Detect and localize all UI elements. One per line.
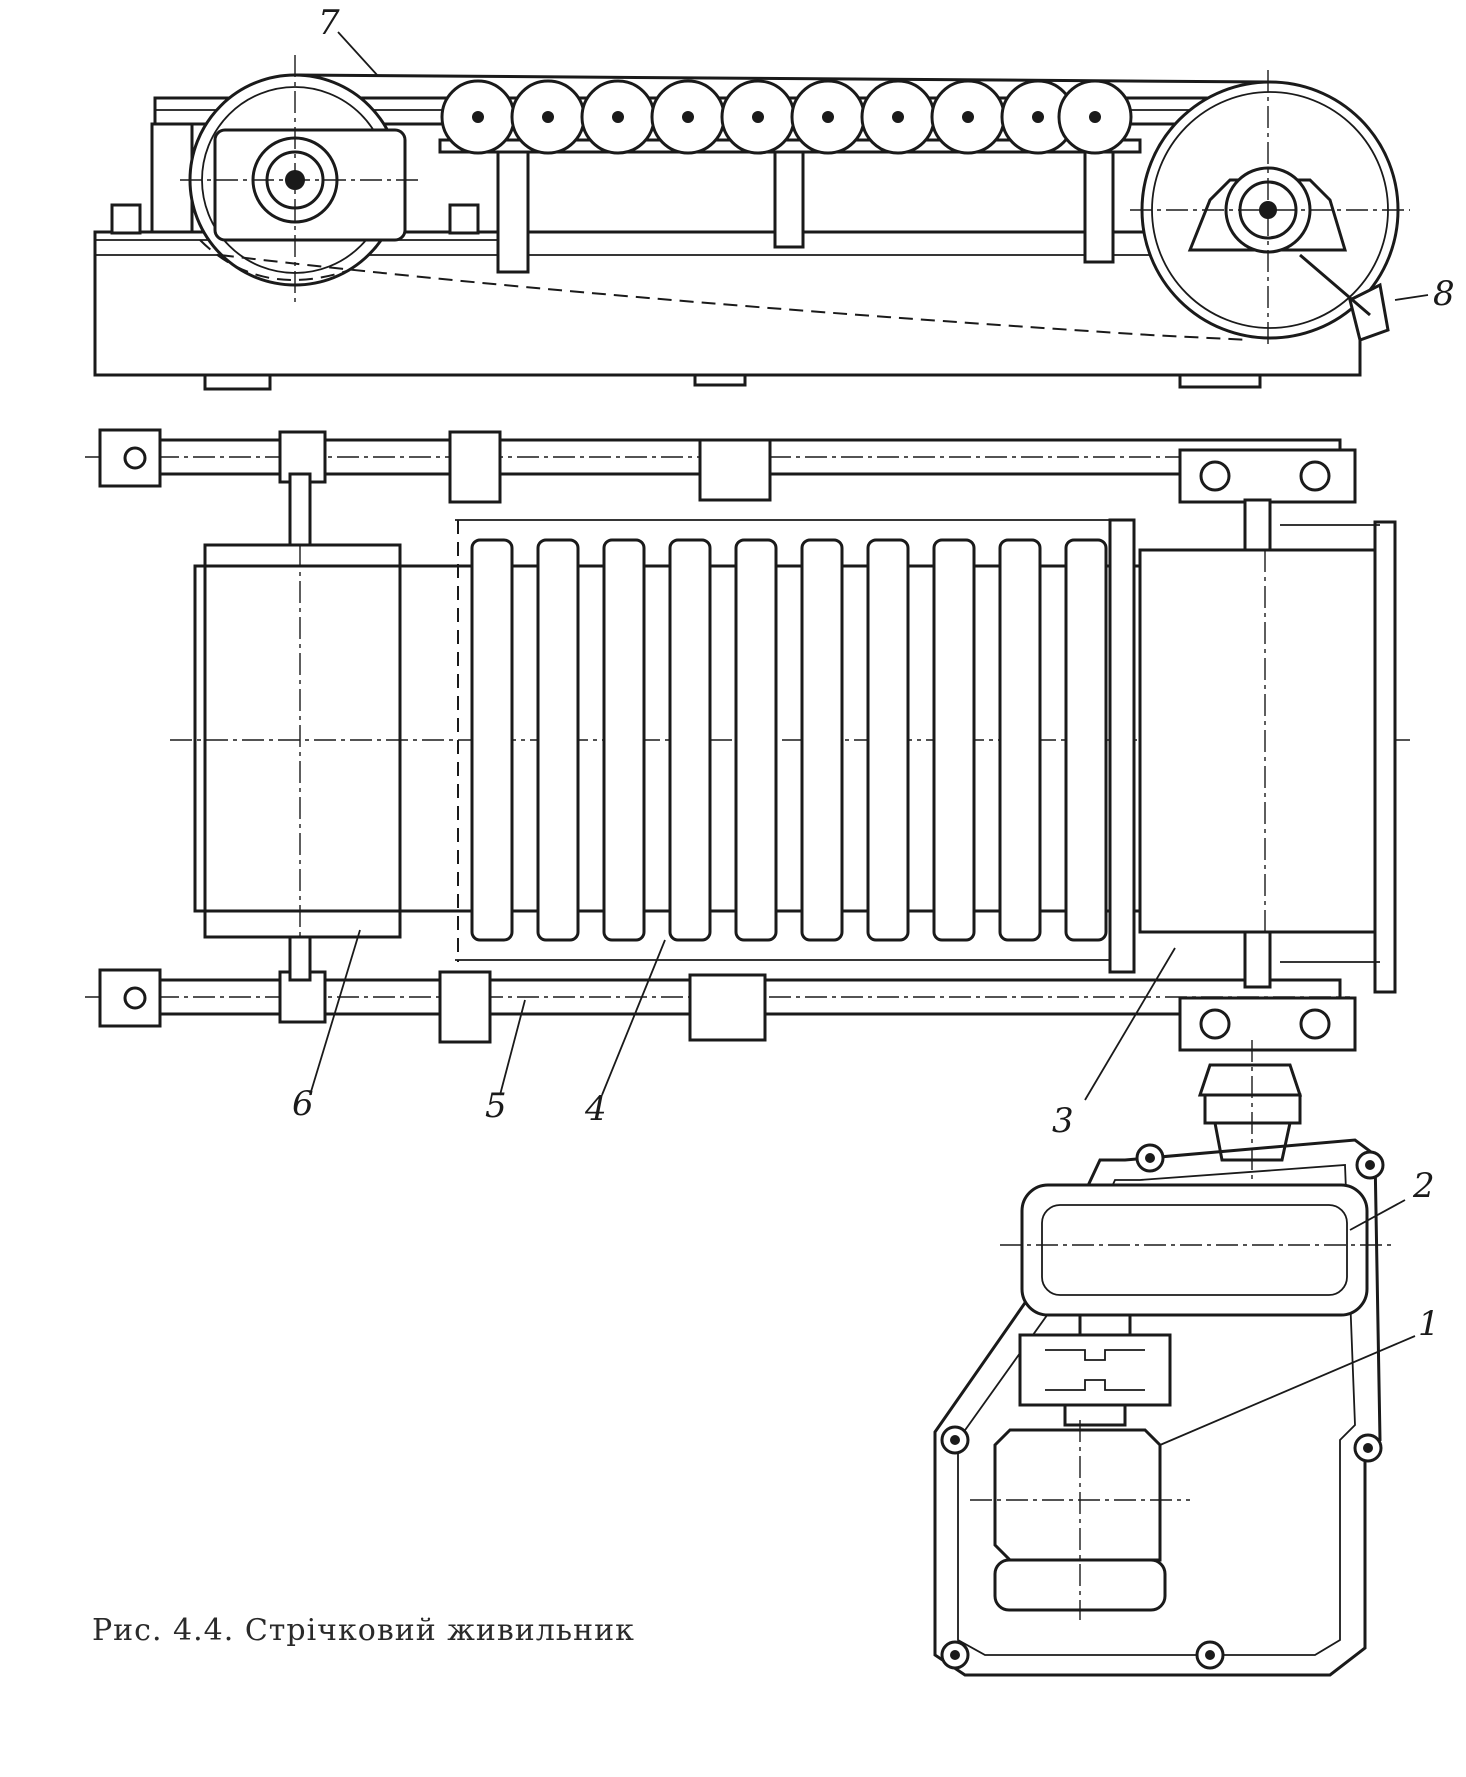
- frame-posts: [150, 122, 1115, 274]
- label-4: 4: [584, 1089, 607, 1129]
- base-foot: [693, 373, 747, 387]
- label-3: 3: [1052, 1101, 1074, 1141]
- callout-leaders: [309, 31, 1429, 1446]
- label-8: 8: [1433, 274, 1455, 314]
- motor-coupling: [1018, 1333, 1172, 1407]
- base-bolts: [940, 1143, 1385, 1670]
- gear-reducer: [1020, 1183, 1369, 1317]
- base-foot: [203, 373, 272, 391]
- head-pulley: [1130, 70, 1410, 345]
- electric-motor: [993, 1428, 1162, 1562]
- belt-return-run: [219, 254, 1251, 341]
- side-elevation: [93, 55, 1410, 391]
- label-7: 7: [318, 3, 340, 43]
- label-2: 2: [1412, 1166, 1435, 1206]
- label-5: 5: [485, 1086, 507, 1126]
- idler-rollers: [470, 538, 1108, 942]
- carrying-idlers: [440, 79, 1133, 155]
- figure-caption: Рис. 4.4. Стрічковий живильник: [92, 1613, 635, 1648]
- plan-view: [85, 428, 1410, 1052]
- base-foot: [1178, 373, 1262, 389]
- tail-pulley: [180, 55, 420, 305]
- belt-upper-run: [294, 73, 1271, 84]
- label-6: 6: [292, 1084, 314, 1124]
- drive-unit: [933, 1040, 1395, 1677]
- tail-pulley-plan: [203, 543, 402, 939]
- label-1: 1: [1418, 1304, 1440, 1344]
- coupling: [1197, 1063, 1303, 1097]
